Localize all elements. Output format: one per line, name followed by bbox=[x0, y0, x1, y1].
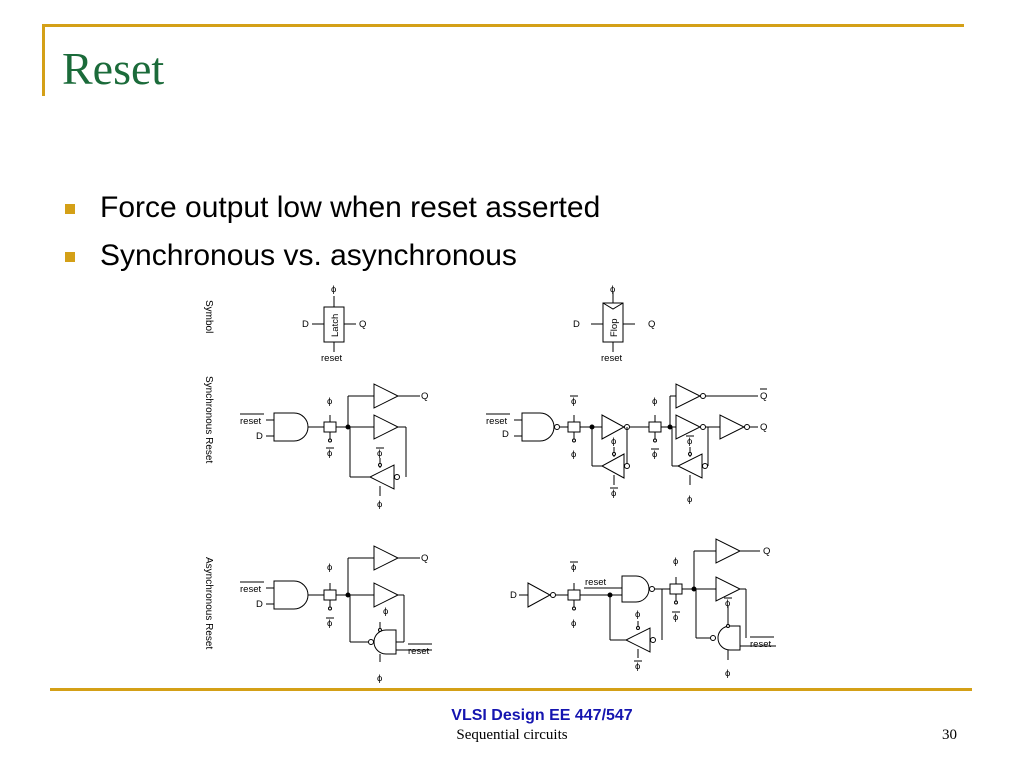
bullet-text: Force output low when reset asserted bbox=[100, 191, 601, 224]
async-latch-reset-bar-label-2: reset bbox=[408, 646, 429, 657]
slide-title: Reset bbox=[62, 43, 165, 94]
sync-flop-phi-2: ϕ bbox=[571, 449, 576, 460]
async-flop-q-label: Q bbox=[763, 546, 770, 557]
async-flop-phi-3: ϕ bbox=[635, 609, 640, 620]
async-flop-phi-8: ϕ bbox=[725, 668, 730, 679]
sync-flop-q-label: Q bbox=[760, 422, 767, 433]
sync-flop-phi-3: ϕ bbox=[611, 436, 616, 447]
footer-rule bbox=[50, 688, 972, 691]
flop-clock-label: ϕ bbox=[610, 284, 615, 295]
bullet-square-icon bbox=[65, 204, 75, 214]
latch-clock-label: ϕ bbox=[331, 284, 336, 295]
async-flop-phi-5: ϕ bbox=[673, 556, 678, 567]
flop-q-label: Q bbox=[648, 319, 655, 330]
async-flop-phi-6: ϕ bbox=[673, 612, 678, 623]
async-flop-phi-7: ϕ bbox=[725, 598, 730, 609]
latch-reset-label: reset bbox=[321, 353, 342, 364]
footer-topic: Sequential circuits bbox=[456, 727, 568, 743]
bullet-text: Synchronous vs. asynchronous bbox=[100, 239, 517, 272]
bullet-item: Synchronous vs. asynchronous bbox=[62, 234, 600, 282]
sync-flop-d-label: D bbox=[502, 429, 509, 440]
sync-flop-phi-1: ϕ bbox=[571, 396, 576, 407]
sync-flop-phi-5: ϕ bbox=[652, 396, 657, 407]
page-number: 30 bbox=[942, 727, 957, 743]
reset-circuit-diagram: Symbol Synchronous Reset Asynchronous Re… bbox=[203, 284, 776, 684]
latch-q-label: Q bbox=[359, 319, 366, 330]
async-latch-phi-bottom: ϕ bbox=[327, 618, 332, 629]
flop-d-label: D bbox=[573, 319, 580, 330]
bullet-item: Force output low when reset asserted bbox=[62, 186, 600, 234]
sync-latch-phi-bottom: ϕ bbox=[327, 448, 332, 459]
sync-flop-phi-4: ϕ bbox=[611, 488, 616, 499]
async-flop-phi-4: ϕ bbox=[635, 661, 640, 672]
sync-flop-reset-bar-label: reset bbox=[486, 416, 507, 427]
async-latch-phi-top: ϕ bbox=[327, 562, 332, 573]
sync-latch-phi-feedback-bottom: ϕ bbox=[377, 499, 382, 510]
sync-latch-phi-feedback-top: ϕ bbox=[377, 448, 382, 459]
left-frame-rule bbox=[42, 24, 45, 96]
flop-reset-label: reset bbox=[601, 353, 622, 364]
async-flop-reset-bar-label: reset bbox=[750, 639, 771, 650]
row-label-synchronous-reset: Synchronous Reset bbox=[203, 376, 214, 463]
sync-latch-reset-bar-label: reset bbox=[240, 416, 261, 427]
async-latch-d-label: D bbox=[256, 599, 263, 610]
async-reset-flop: D reset Q reset ϕ ϕ ϕ ϕ ϕ ϕ ϕ ϕ bbox=[510, 538, 776, 679]
async-latch-phi-feedback-top: ϕ bbox=[383, 606, 388, 617]
sync-reset-latch: reset D Q ϕ ϕ ϕ ϕ bbox=[240, 383, 428, 510]
sync-latch-q-label: Q bbox=[421, 391, 428, 402]
async-reset-latch: reset D Q reset ϕ ϕ ϕ ϕ bbox=[240, 545, 432, 684]
sync-latch-d-label: D bbox=[256, 431, 263, 442]
async-latch-q-label: Q bbox=[421, 553, 428, 564]
async-latch-phi-feedback-bottom: ϕ bbox=[377, 673, 382, 684]
row-label-asynchronous-reset: Asynchronous Reset bbox=[203, 557, 214, 649]
sync-flop-phi-6: ϕ bbox=[652, 449, 657, 460]
latch-label: Latch bbox=[330, 314, 341, 337]
async-latch-reset-bar-label: reset bbox=[240, 584, 261, 595]
footer-course-title: VLSI Design EE 447/547 bbox=[451, 707, 633, 724]
sync-flop-qbar-label: Q bbox=[760, 391, 767, 402]
async-flop-reset-label: reset bbox=[585, 577, 606, 588]
sync-flop-phi-7: ϕ bbox=[687, 436, 692, 447]
sync-latch-phi-top: ϕ bbox=[327, 396, 332, 407]
top-frame-rule bbox=[42, 24, 964, 27]
async-flop-phi-2: ϕ bbox=[571, 618, 576, 629]
sync-reset-flop: reset D Q Q ϕ ϕ ϕ ϕ ϕ ϕ ϕ ϕ bbox=[486, 383, 767, 505]
bullet-list: Force output low when reset asserted Syn… bbox=[62, 186, 600, 282]
async-flop-phi-1: ϕ bbox=[571, 562, 576, 573]
flop-label: Flop bbox=[609, 319, 620, 337]
flop-symbol: Flop ϕ D Q reset bbox=[573, 284, 655, 364]
async-flop-d-label: D bbox=[510, 590, 517, 601]
latch-symbol: Latch ϕ D Q reset bbox=[302, 284, 366, 364]
row-label-symbol: Symbol bbox=[203, 300, 214, 333]
latch-d-label: D bbox=[302, 319, 309, 330]
bullet-square-icon bbox=[65, 252, 75, 262]
sync-flop-phi-8: ϕ bbox=[687, 494, 692, 505]
